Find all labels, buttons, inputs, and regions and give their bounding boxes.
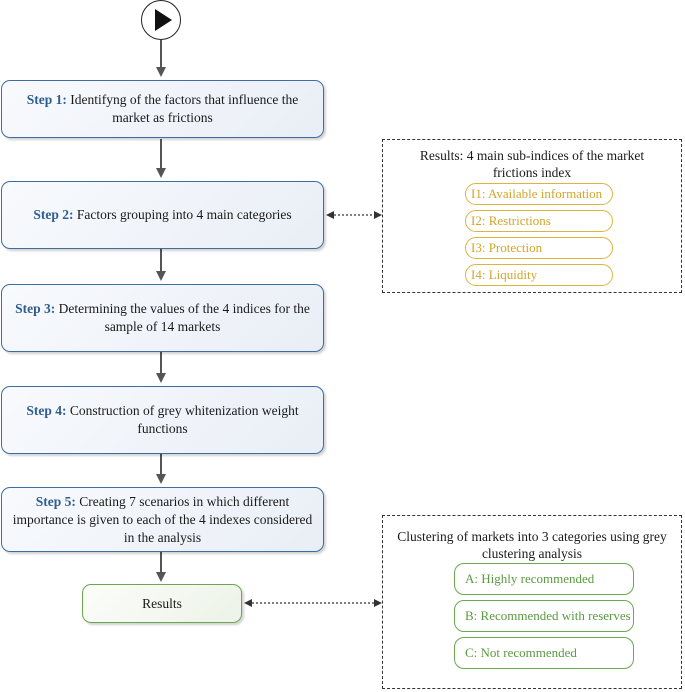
start-node (141, 0, 181, 40)
cluster-item-b: B: Recommended with reserves (454, 600, 634, 632)
index-item-1: I1: Available information (465, 183, 613, 205)
play-icon (154, 8, 172, 31)
results-label: Results (142, 595, 182, 611)
step-1-box: Step 1: Identifyng of the factors that i… (1, 80, 324, 138)
step-5-text: Creating 7 scenarios in which different … (12, 493, 313, 545)
index-item-2: I2: Restrictions (465, 210, 613, 232)
step-3-box: Step 3: Determining the values of the 4 … (1, 284, 324, 352)
index-item-3: I3: Protection (465, 237, 613, 259)
step-3-text: Determining the values of the 4 indices … (55, 301, 310, 334)
results-box: Results (82, 584, 242, 623)
index-item-4: I4: Liquidity (465, 264, 613, 286)
step-2-label: Step 2: (33, 207, 74, 222)
clusters-panel-title: Clustering of markets into 3 categories … (397, 529, 667, 561)
step-4-box: Step 4: Construction of grey whitenizati… (1, 386, 324, 454)
step-4-label: Step 4: (26, 403, 67, 418)
step-3-label: Step 3: (15, 301, 56, 316)
cluster-item-c: C: Not recommended (454, 637, 634, 669)
step-4-text: Construction of grey whitenization weigh… (66, 403, 299, 436)
step-5-label: Step 5: (35, 493, 76, 509)
indices-panel: Results: 4 main sub-indices of the marke… (382, 139, 682, 293)
step-2-text: Factors grouping into 4 main categories (73, 207, 292, 222)
step-2-box: Step 2: Factors grouping into 4 main cat… (1, 181, 324, 249)
step-5-box: Step 5: Creating 7 scenarios in which di… (1, 487, 324, 552)
step-1-label: Step 1: (26, 92, 67, 107)
clusters-panel: Clustering of markets into 3 categories … (382, 515, 682, 689)
indices-panel-title: Results: 4 main sub-indices of the marke… (419, 148, 645, 180)
step-1-text: Identifyng of the factors that influence… (66, 92, 299, 125)
cluster-item-a: A: Highly recommended (454, 563, 634, 595)
